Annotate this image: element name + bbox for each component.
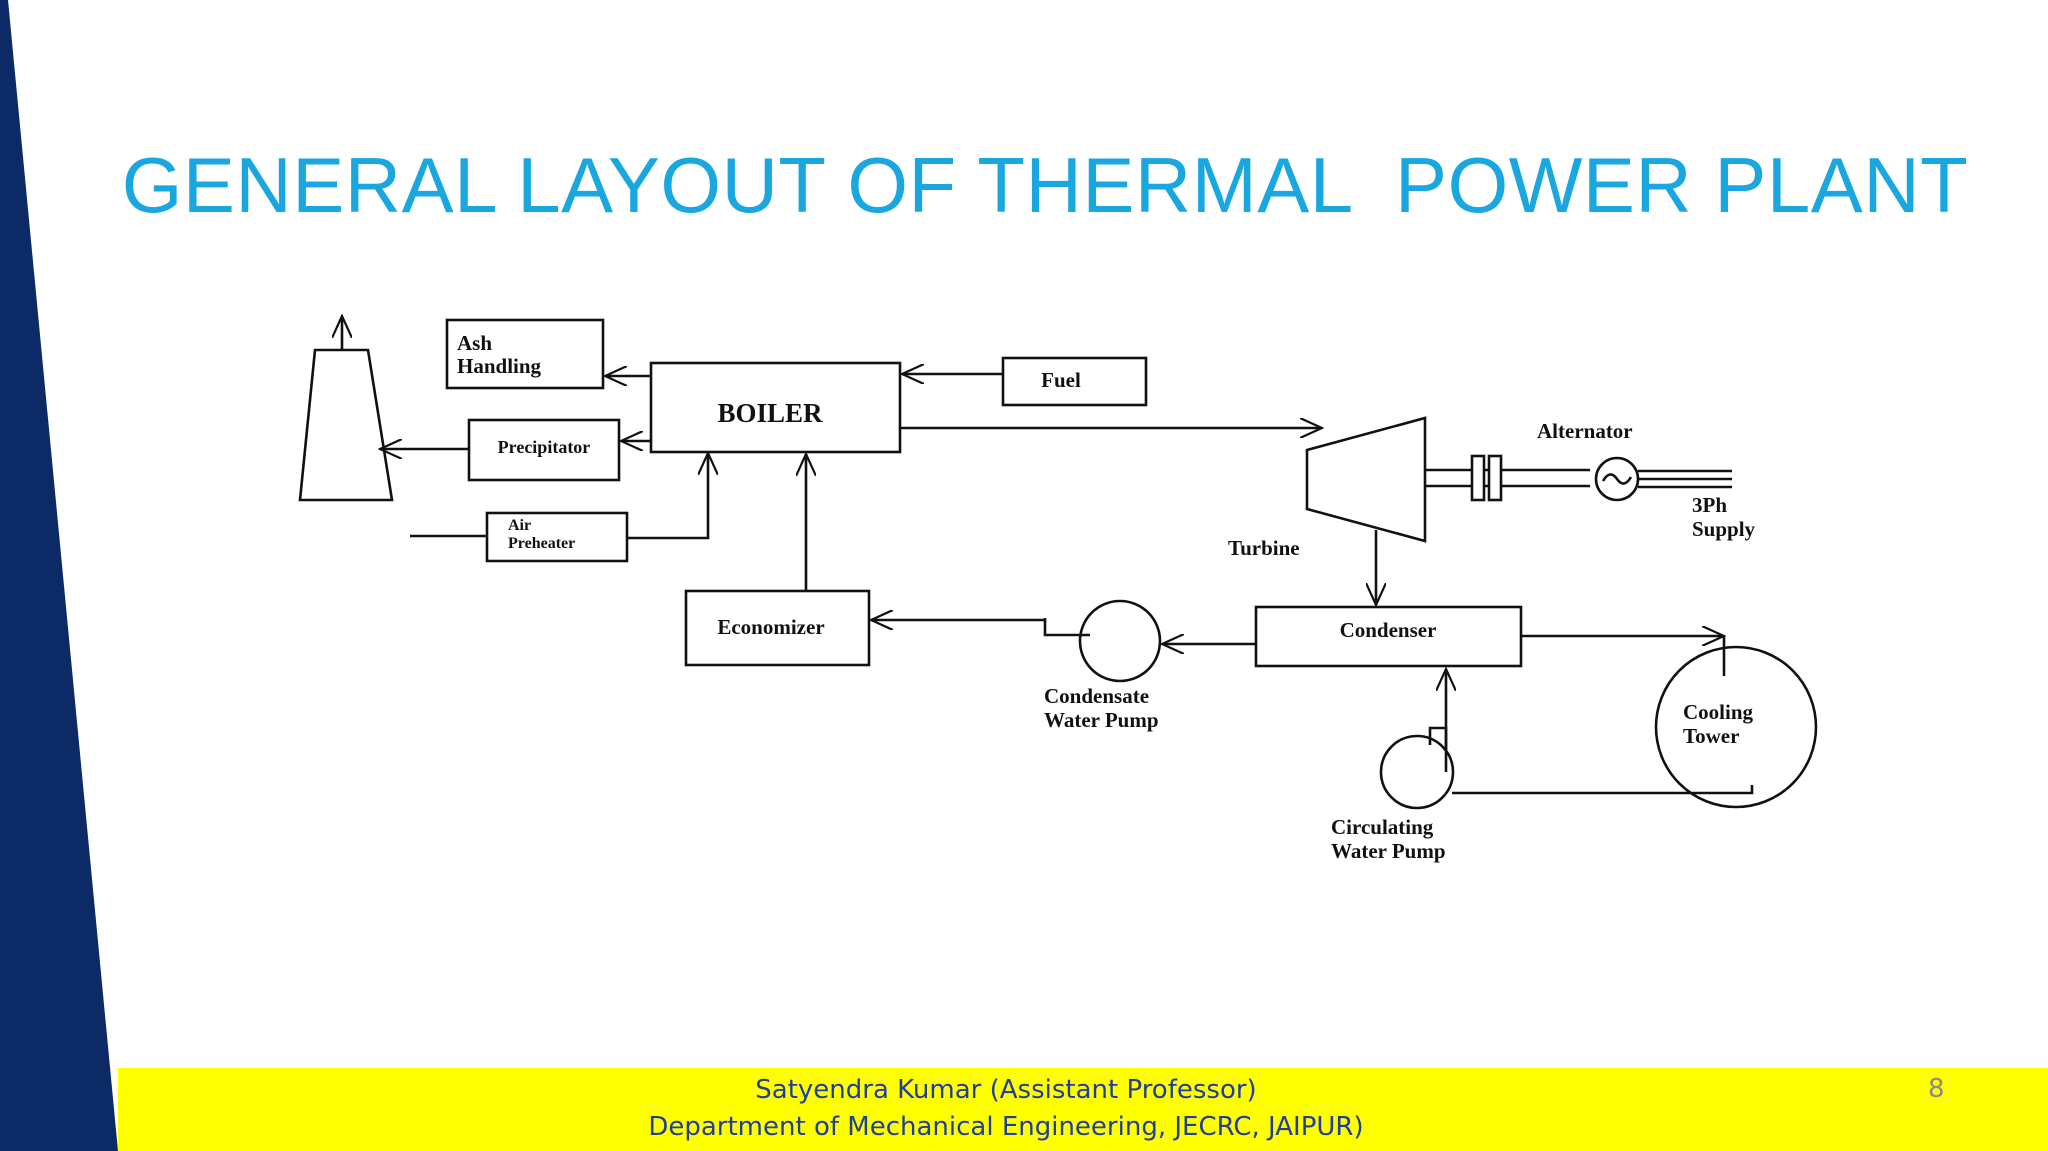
footer-department: Department of Mechanical Engineering, JE… [648, 1112, 1364, 1142]
page-number: 8 [1928, 1074, 1945, 1104]
fuel-box [1001, 356, 1148, 407]
turbine-label: Turbine [1228, 536, 1300, 560]
boiler-label: BOILER [717, 398, 823, 428]
alternator-label: Alternator [1537, 419, 1633, 443]
left-decorative-band [0, 0, 118, 1151]
economizer-box [684, 589, 871, 667]
circulating-pump-symbol [1379, 726, 1455, 810]
footer-band [118, 1068, 2048, 1151]
condensate-pump-symbol [1043, 599, 1162, 683]
alternator-symbol [1425, 454, 1732, 502]
cooling-tower-circle [1654, 645, 1818, 809]
chimney-shape [298, 316, 394, 502]
precipitator-label: Precipitator [498, 437, 591, 457]
flow-lines [380, 374, 1754, 795]
economizer-label: Economizer [717, 615, 824, 639]
turbine-shape [1305, 416, 1427, 543]
footer-author: Satyendra Kumar (Assistant Professor) [755, 1075, 1257, 1105]
slide-title: GENERAL LAYOUT OF THERMAL POWER PLANT [121, 141, 1969, 229]
condenser-box [1254, 605, 1523, 668]
boiler-box [649, 361, 902, 454]
condenser-label: Condenser [1340, 618, 1437, 642]
fuel-label: Fuel [1041, 368, 1081, 392]
ash-handling-box [445, 318, 605, 390]
